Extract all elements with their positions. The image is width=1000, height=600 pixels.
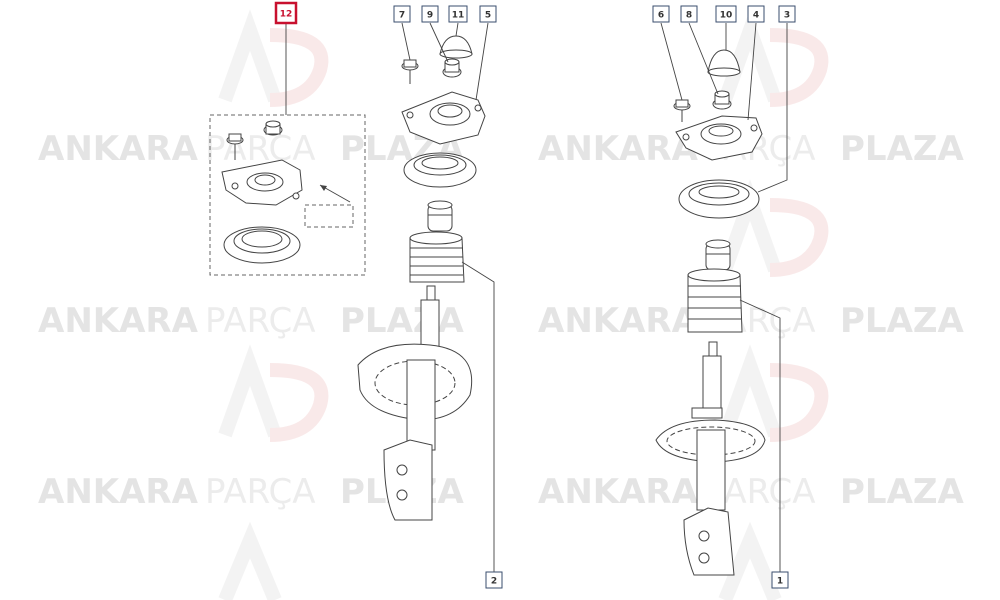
watermark-brand: ANKARA <box>38 129 199 169</box>
kit-top-mount <box>221 159 303 206</box>
callout-2[interactable]: 2 <box>485 571 503 589</box>
callout-12[interactable]: 12 <box>274 1 298 25</box>
callout-3-box <box>778 5 796 23</box>
callout-3[interactable]: 3 <box>778 5 796 23</box>
watermark-brand: ANKARA <box>38 472 199 512</box>
watermark-text-row-3: ANKARA PARÇA PLAZA ANKARA PARÇA PLAZA <box>38 472 965 512</box>
leader-2 <box>461 261 495 572</box>
watermark-brand: PLAZA <box>840 301 965 341</box>
left-cap-11 <box>439 35 473 59</box>
callout-11[interactable]: 11 <box>448 5 468 23</box>
callout-5[interactable]: 5 <box>479 5 497 23</box>
callout-5-label: 5 <box>485 11 491 21</box>
kit-bolt <box>226 133 244 160</box>
watermark-brand: PARÇA <box>205 472 316 512</box>
callout-9[interactable]: 9 <box>421 5 439 23</box>
callout-2-box <box>485 571 503 589</box>
callout-6-box <box>652 5 670 23</box>
leader-lines <box>285 22 788 572</box>
watermark-text-row-1: ANKARA PARÇA PLAZA ANKARA PARÇA PLAZA <box>38 129 965 169</box>
left-strut-body <box>357 299 473 521</box>
callout-11-label: 11 <box>452 11 465 21</box>
watermark-brand: PARÇA <box>205 129 316 169</box>
callout-4-label: 4 <box>753 11 759 21</box>
callout-8[interactable]: 8 <box>680 5 698 23</box>
leader-1 <box>739 299 781 572</box>
watermark-brand: PARÇA <box>205 301 316 341</box>
callout-12-box <box>274 1 298 25</box>
watermark-layer: ANKARA PARÇA PLAZA ANKARA PARÇA PLAZA AN… <box>38 9 965 600</box>
callout-4[interactable]: 4 <box>747 5 765 23</box>
callout-9-label: 9 <box>427 11 433 21</box>
callout-11-box <box>448 5 468 23</box>
watermark-brand: ANKARA <box>538 301 699 341</box>
right-piston-rod <box>708 341 718 357</box>
watermark-text-row-2: ANKARA PARÇA PLAZA ANKARA PARÇA PLAZA <box>38 301 965 341</box>
right-bearing-3 <box>678 179 760 219</box>
callout-1[interactable]: 1 <box>771 571 789 589</box>
kit-reference-box <box>304 204 354 228</box>
kit-bearing <box>223 226 301 264</box>
right-strut-body <box>655 355 766 576</box>
kit-arrow-head <box>320 185 327 191</box>
callout-7-box <box>393 5 411 23</box>
callout-1-label: 1 <box>777 577 783 587</box>
leader-6 <box>660 22 683 101</box>
watermark-brand: PLAZA <box>840 129 965 169</box>
callout-1-box <box>771 571 789 589</box>
watermark-brand: ANKARA <box>538 472 699 512</box>
left-top-mount-5 <box>401 91 486 145</box>
callout-5-box <box>479 5 497 23</box>
callout-3-label: 3 <box>784 11 790 21</box>
right-cap-10 <box>707 49 741 77</box>
kit-nut <box>263 120 283 136</box>
leader-8 <box>688 22 719 95</box>
left-bearing <box>403 152 477 188</box>
leader-11 <box>455 22 459 37</box>
right-bolt-6 <box>673 99 691 122</box>
kit-dashed-box <box>209 114 366 276</box>
callout-2-label: 2 <box>491 577 497 587</box>
watermark-brand: ANKARA <box>38 301 199 341</box>
callout-10[interactable]: 10 <box>715 5 737 23</box>
leader-5 <box>475 22 489 101</box>
left-dust-boot <box>409 231 465 283</box>
callout-9-box <box>421 5 439 23</box>
leader-4 <box>747 22 757 121</box>
right-dust-boot <box>687 268 743 333</box>
callout-7[interactable]: 7 <box>393 5 411 23</box>
watermark-brand: ANKARA <box>538 129 699 169</box>
right-bump-stop <box>705 239 731 271</box>
leader-9 <box>429 22 449 63</box>
callout-7-label: 7 <box>399 11 405 21</box>
left-nut-9 <box>442 58 462 78</box>
callout-12-label: 12 <box>280 10 293 20</box>
left-strut-assembly <box>357 35 486 521</box>
kit-12-group <box>209 114 366 276</box>
left-piston-rod <box>426 285 436 301</box>
watermark-brand: PLAZA <box>840 472 965 512</box>
leader-7 <box>401 22 411 61</box>
watermark-brand: PLAZA <box>340 301 465 341</box>
callout-6-label: 6 <box>658 11 664 21</box>
callout-4-box <box>747 5 765 23</box>
right-nut-8 <box>712 90 732 110</box>
leader-3 <box>757 23 788 193</box>
left-bolt-7 <box>401 59 419 84</box>
right-strut-assembly <box>655 49 766 576</box>
left-bump-stop <box>427 200 453 232</box>
callout-10-box <box>715 5 737 23</box>
right-top-mount-4 <box>675 115 763 161</box>
callout-6[interactable]: 6 <box>652 5 670 23</box>
callout-8-label: 8 <box>686 11 692 21</box>
callout-8-box <box>680 5 698 23</box>
callout-10-label: 10 <box>720 11 733 21</box>
